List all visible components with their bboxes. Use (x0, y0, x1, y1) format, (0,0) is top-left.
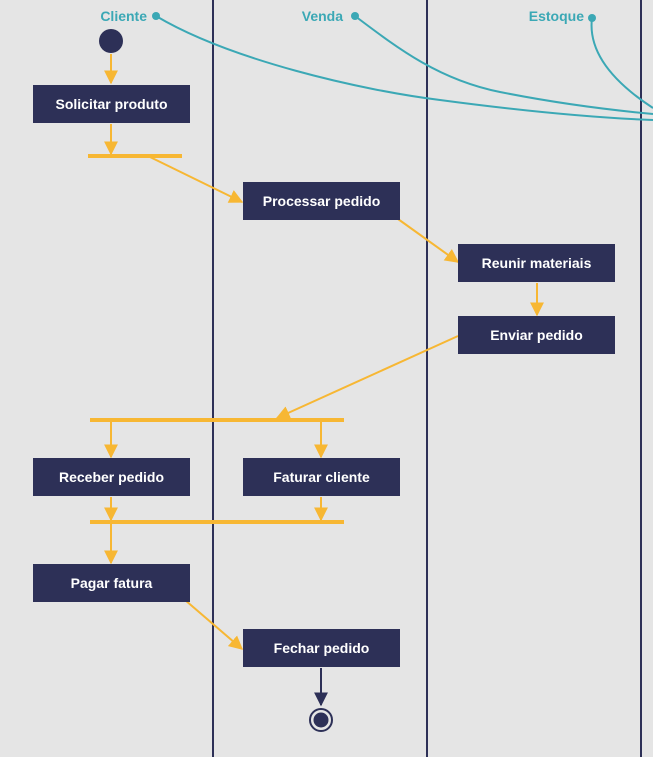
activity-boxes (33, 85, 615, 667)
activity-processar-pedido: Processar pedido (262, 193, 381, 209)
leader-dot-venda (351, 12, 359, 20)
activity-box-fechar (243, 629, 400, 667)
leader-dot-estoque (588, 14, 596, 22)
leader-venda (354, 15, 653, 115)
activity-solicitar-produto: Solicitar produto (55, 96, 168, 112)
leader-dot-cliente (152, 12, 160, 20)
lane-label-cliente: Cliente (100, 8, 147, 24)
final-node-core (313, 712, 329, 728)
activity-box-faturar (243, 458, 400, 496)
lane-label-venda: Venda (301, 8, 343, 24)
activity-box-processar (243, 182, 400, 220)
activity-box-receber (33, 458, 190, 496)
activity-pagar-fatura: Pagar fatura (70, 575, 153, 591)
leader-cliente (155, 15, 653, 121)
activity-receber-pedido: Receber pedido (58, 469, 165, 485)
flow-enviar-to-fork2 (275, 335, 459, 420)
lane-label-estoque: Estoque (528, 8, 584, 24)
activity-faturar-cliente: Faturar cliente (273, 469, 370, 485)
activity-box-solicitar (33, 85, 190, 123)
fork-bar-1 (88, 154, 182, 158)
flows (104, 54, 544, 707)
leader-estoque (590, 17, 653, 109)
initial-node (99, 29, 123, 53)
activity-box-reunir (458, 244, 615, 282)
activity-box-enviar (458, 316, 615, 354)
activity-box-pagar (33, 564, 190, 602)
flow-fork1-to-processar (149, 156, 244, 203)
activity-fechar-pedido: Fechar pedido (273, 640, 370, 656)
final-node-ring (309, 708, 333, 732)
join-bar-1 (90, 520, 344, 524)
activity-reunir-materiais: Reunir materiais (481, 255, 592, 271)
fork-bar-2 (90, 418, 344, 422)
activity-enviar-pedido: Enviar pedido (490, 327, 583, 343)
flow-processar-to-reunir (397, 218, 460, 263)
lane-label-leaders (152, 12, 653, 121)
flow-pagar-to-fechar (184, 599, 244, 650)
